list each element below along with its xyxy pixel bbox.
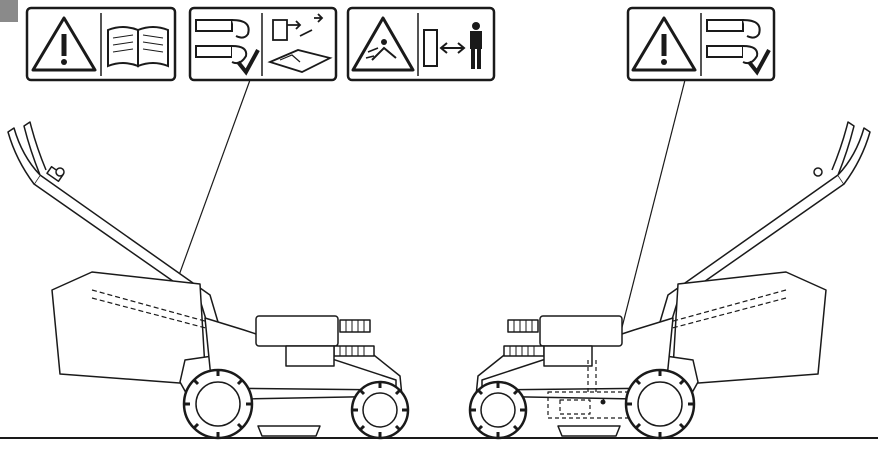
mower-left	[7, 121, 410, 440]
engine	[255, 315, 375, 367]
decal-3	[346, 6, 496, 82]
engine	[503, 315, 623, 367]
front-wheel	[468, 380, 528, 440]
rear-wheel	[182, 368, 254, 440]
warning-triangle-icon	[31, 16, 97, 72]
leader-dot-right	[600, 399, 606, 405]
deck-skirt	[557, 425, 621, 437]
operator-manual-icon	[107, 26, 169, 68]
corner-marker	[0, 0, 18, 22]
deck-skirt	[257, 425, 321, 437]
rear-wheel	[624, 368, 696, 440]
warning-triangle-icon	[631, 16, 697, 72]
handle	[7, 121, 219, 327]
grass-bag	[51, 271, 207, 386]
decal-1	[25, 6, 177, 82]
grass-bag	[671, 271, 827, 386]
disconnect-spark-plug-icon	[706, 19, 771, 76]
decal-4	[626, 6, 776, 82]
mower-right	[468, 121, 871, 440]
keep-bystanders-away-icon	[423, 22, 482, 69]
disconnect-spark-plug-icon	[195, 19, 260, 76]
leader-line-left	[169, 79, 251, 301]
front-wheel	[350, 380, 410, 440]
thrown-objects-icon	[351, 16, 415, 72]
decal-2	[188, 6, 338, 82]
read-manual-before-service-icon	[267, 13, 333, 73]
